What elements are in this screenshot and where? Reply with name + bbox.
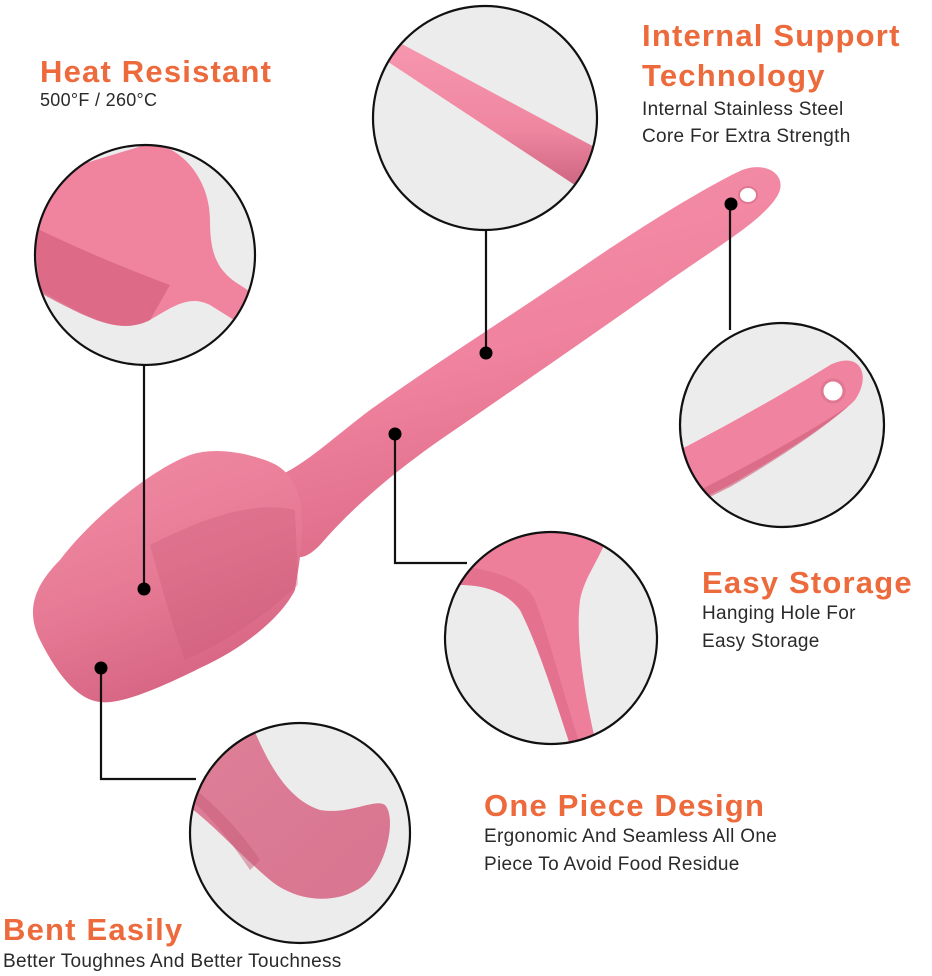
feature-description-line-1: Ergonomic And Seamless All One: [484, 826, 778, 847]
feature-description-line-2: Easy Storage: [702, 631, 820, 652]
feature-internal-support: Internal Support Technology Internal Sta…: [642, 16, 901, 150]
feature-description: Better Toughnes And Better Touchness: [3, 951, 342, 972]
feature-title: Heat Resistant: [40, 54, 273, 89]
spatula-main: [32, 167, 781, 703]
feature-bent-easily: Bent Easily Better Toughnes And Better T…: [3, 913, 342, 975]
feature-heat-resistant: Heat Resistant 500°F / 260°C: [40, 55, 272, 111]
spatula-head-detail-circle: [33, 143, 257, 367]
feature-title: One Piece Design: [484, 788, 766, 823]
feature-one-piece-design: One Piece Design Ergonomic And Seamless …: [484, 789, 777, 879]
bent-flexible-detail-circle: [188, 721, 412, 945]
feature-description: 500°F / 260°C: [40, 90, 158, 110]
feature-description-line-1: Hanging Hole For: [702, 603, 856, 624]
feature-description-line-1: Internal Stainless Steel: [642, 99, 844, 120]
feature-title-line-1: Internal Support: [642, 18, 901, 53]
neck-seamless-detail-circle: [443, 530, 659, 746]
feature-title-line-2: Technology: [642, 58, 826, 93]
feature-easy-storage: Easy Storage Hanging Hole For Easy Stora…: [702, 566, 913, 656]
hanging-hole-detail-circle: [678, 321, 886, 529]
connector-lines: [99, 204, 732, 781]
feature-title: Bent Easily: [3, 912, 184, 947]
handle-core-detail-circle: [371, 4, 599, 232]
feature-description-line-2: Piece To Avoid Food Residue: [484, 854, 740, 875]
feature-description-line-2: Core For Extra Strength: [642, 126, 851, 147]
connector-dots: [94, 197, 738, 675]
feature-title: Easy Storage: [702, 565, 913, 600]
